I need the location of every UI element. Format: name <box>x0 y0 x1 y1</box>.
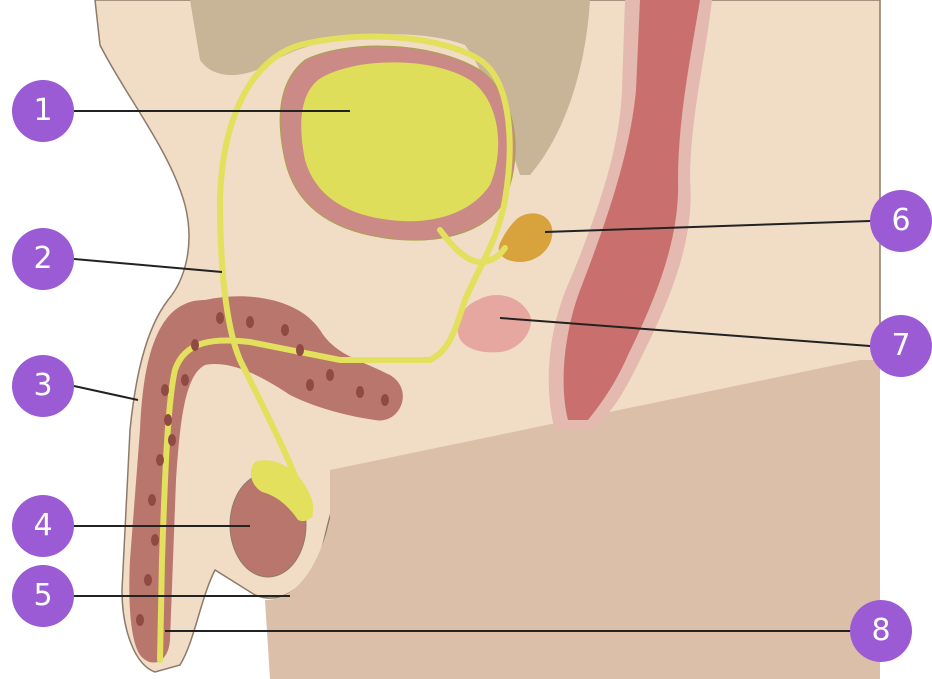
label-7-badge[interactable]: 7 <box>870 315 932 377</box>
label-2-text: 2 <box>33 244 52 274</box>
erectile-spot <box>151 534 159 546</box>
erectile-spot <box>296 344 304 356</box>
label-3-text: 3 <box>33 371 52 401</box>
erectile-spot <box>181 374 189 386</box>
bladder-urine <box>301 62 498 221</box>
erectile-spot <box>281 324 289 336</box>
label-6-badge[interactable]: 6 <box>870 190 932 252</box>
label-5-badge[interactable]: 5 <box>12 565 74 627</box>
label-8-badge[interactable]: 8 <box>850 600 912 662</box>
erectile-spot <box>156 454 164 466</box>
erectile-spot <box>356 386 364 398</box>
leader-line-3 <box>74 386 138 400</box>
label-4-badge[interactable]: 4 <box>12 495 74 557</box>
erectile-spot <box>191 339 199 351</box>
erectile-spot <box>136 614 144 626</box>
erectile-spot <box>381 394 389 406</box>
label-1-badge[interactable]: 1 <box>12 80 74 142</box>
label-7-text: 7 <box>891 331 910 361</box>
label-4-text: 4 <box>33 511 52 541</box>
erectile-spot <box>161 384 169 396</box>
label-8-text: 8 <box>871 616 890 646</box>
label-5-text: 5 <box>33 581 52 611</box>
erectile-spot <box>216 312 224 324</box>
erectile-spot <box>148 494 156 506</box>
label-6-text: 6 <box>891 206 910 236</box>
label-1-text: 1 <box>33 96 52 126</box>
label-3-badge[interactable]: 3 <box>12 355 74 417</box>
label-2-badge[interactable]: 2 <box>12 228 74 290</box>
erectile-spot <box>164 414 172 426</box>
erectile-spot <box>168 434 176 446</box>
erectile-spot <box>326 369 334 381</box>
erectile-spot <box>246 316 254 328</box>
erectile-spot <box>144 574 152 586</box>
erectile-spot <box>306 379 314 391</box>
